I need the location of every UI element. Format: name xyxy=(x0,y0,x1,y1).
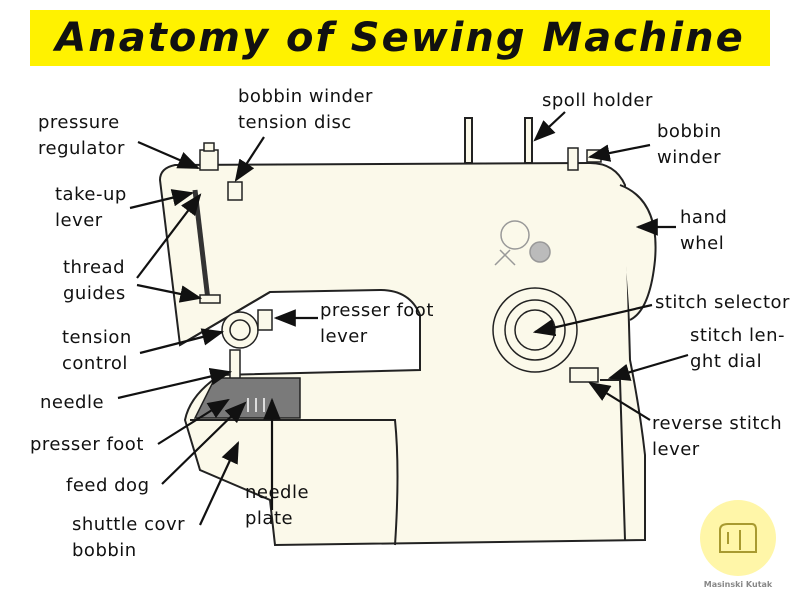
arrow-thread-guides-2 xyxy=(136,283,203,303)
label-hand-wheel: hand whel xyxy=(680,207,728,254)
watermark-text: Masinski Kutak xyxy=(703,580,773,589)
tension-control-assembly xyxy=(221,309,273,349)
arrow-thread-guides-1 xyxy=(136,193,202,279)
arrow-stitch-length xyxy=(607,353,689,381)
spool-pins xyxy=(464,117,533,164)
pressure-regulator-knob xyxy=(199,142,219,171)
arrow-tension-control xyxy=(139,328,225,355)
tension-disc xyxy=(227,181,243,201)
reverse-lever-part xyxy=(569,367,599,383)
watermark-logo xyxy=(700,500,776,576)
label-shuttle-cover-bobbin: shuttle covr bobbin xyxy=(72,514,186,561)
arrow-pressure-regulator xyxy=(137,140,201,170)
pointer-arrows xyxy=(117,111,689,526)
label-thread-guides: thread guides xyxy=(63,257,126,304)
arrow-reverse-stitch xyxy=(588,381,651,421)
label-pressure-regulator: pressure regulator xyxy=(38,112,125,159)
arrow-shuttle-cover xyxy=(199,441,239,526)
arrow-stitch-selector xyxy=(532,303,653,337)
sewing-machine-icon xyxy=(719,523,757,553)
label-stitch-length-dial: stitch len- ght dial xyxy=(690,325,785,372)
label-spool-holder: spoll holder xyxy=(542,90,653,111)
diagram-title: Anatomy of Sewing Machine xyxy=(55,15,745,61)
stitch-selector-dial xyxy=(492,287,578,373)
label-reverse-stitch-lever: reverse stitch lever xyxy=(652,413,783,460)
label-bobbin-winder: bobbin winder xyxy=(657,121,722,168)
label-needle: needle xyxy=(40,392,105,413)
arrow-needle xyxy=(117,367,233,400)
label-presser-foot-lever: presser foot lever xyxy=(320,300,434,347)
label-needle-plate: needle plate xyxy=(245,482,310,529)
arrow-spool-holder xyxy=(533,111,566,142)
arrow-feed-dog xyxy=(161,401,247,485)
title-banner: Anatomy of Sewing Machine xyxy=(30,10,770,66)
arrow-presser-foot xyxy=(157,398,230,445)
label-feed-dog: feed dog xyxy=(66,475,150,496)
label-tension-control: tension control xyxy=(62,327,132,374)
flower-logo xyxy=(494,220,551,266)
label-stitch-selector: stitch selector xyxy=(655,292,790,313)
arrow-bobbin-winder xyxy=(587,143,651,162)
label-bobbin-winder-tension-disc: bobbin winder tension disc xyxy=(238,86,373,133)
label-presser-foot: presser foot xyxy=(30,434,144,455)
label-take-up-lever: take-up lever xyxy=(55,184,127,231)
arrow-tension-disc xyxy=(234,136,265,182)
